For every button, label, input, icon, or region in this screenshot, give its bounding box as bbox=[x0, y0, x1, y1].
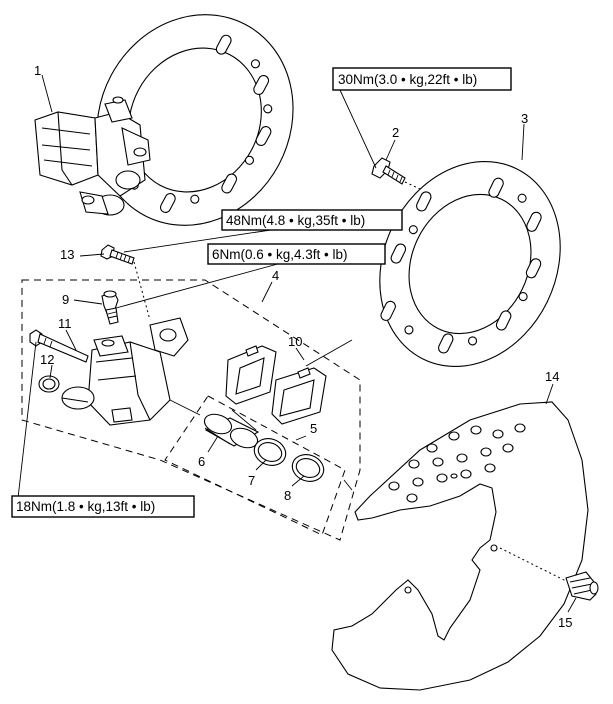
bolt-13 bbox=[100, 244, 135, 265]
torque-spec-30nm: 30Nm(3.0 • kg,22ft • lb) bbox=[332, 67, 512, 91]
assembled-brake-disc bbox=[96, 14, 294, 226]
bleeder-screw-9 bbox=[101, 290, 119, 325]
svg-text:18Nm(1.8 • kg,13ft • lb): 18Nm(1.8 • kg,13ft • lb) bbox=[16, 499, 155, 514]
svg-text:30Nm(3.0 • kg,22ft • lb): 30Nm(3.0 • kg,22ft • lb) bbox=[338, 72, 477, 87]
svg-text:48Nm(4.8 • kg,35ft • lb): 48Nm(4.8 • kg,35ft • lb) bbox=[226, 213, 365, 228]
svg-text:6Nm(0.6 • kg,4.3ft • lb): 6Nm(0.6 • kg,4.3ft • lb) bbox=[212, 247, 348, 262]
torque-spec-48nm: 48Nm(4.8 • kg,35ft • lb) bbox=[221, 209, 403, 231]
part-number-12: 12 bbox=[40, 352, 54, 367]
piston-6 bbox=[203, 409, 260, 449]
part-number-5: 5 bbox=[310, 421, 317, 436]
brake-pads-10 bbox=[225, 345, 327, 425]
bolt-15 bbox=[565, 571, 599, 601]
part-number-1: 1 bbox=[34, 63, 41, 78]
part-number-11: 11 bbox=[58, 316, 72, 331]
part-number-13: 13 bbox=[60, 247, 74, 262]
caliper-bore-line bbox=[169, 399, 201, 416]
seal-kit-dashed-outline bbox=[164, 395, 346, 536]
caliper-kit-dashed-outline bbox=[21, 279, 361, 541]
dust-seal-8 bbox=[291, 454, 325, 482]
assembled-caliper bbox=[34, 96, 151, 216]
part-number-14: 14 bbox=[545, 369, 559, 384]
disc-cover-14 bbox=[331, 401, 589, 691]
slide-pin-11 bbox=[29, 329, 89, 363]
bolt-2 bbox=[371, 157, 406, 185]
part-number-4: 4 bbox=[272, 268, 279, 283]
part-number-6: 6 bbox=[198, 454, 205, 469]
torque-spec-6nm: 6Nm(0.6 • kg,4.3ft • lb) bbox=[207, 243, 386, 265]
part-number-10: 10 bbox=[288, 334, 302, 349]
caliper-body bbox=[61, 317, 189, 426]
part-number-2: 2 bbox=[392, 125, 399, 140]
piston-seal-7 bbox=[253, 438, 287, 466]
leader-lines bbox=[17, 74, 577, 613]
part-number-9: 9 bbox=[62, 292, 69, 307]
part-number-15: 15 bbox=[558, 615, 572, 630]
part-number-3: 3 bbox=[521, 111, 528, 126]
torque-spec-18nm: 18Nm(1.8 • kg,13ft • lb) bbox=[11, 495, 195, 518]
part-number-labels: 1 2 3 4 5 6 7 8 9 10 11 12 13 14 15 bbox=[34, 63, 572, 630]
brake-disc-3 bbox=[379, 160, 561, 368]
part-number-8: 8 bbox=[284, 488, 291, 503]
part-number-7: 7 bbox=[248, 473, 255, 488]
bolt-13-alignment-line bbox=[133, 261, 151, 321]
ring-12 bbox=[38, 375, 60, 393]
